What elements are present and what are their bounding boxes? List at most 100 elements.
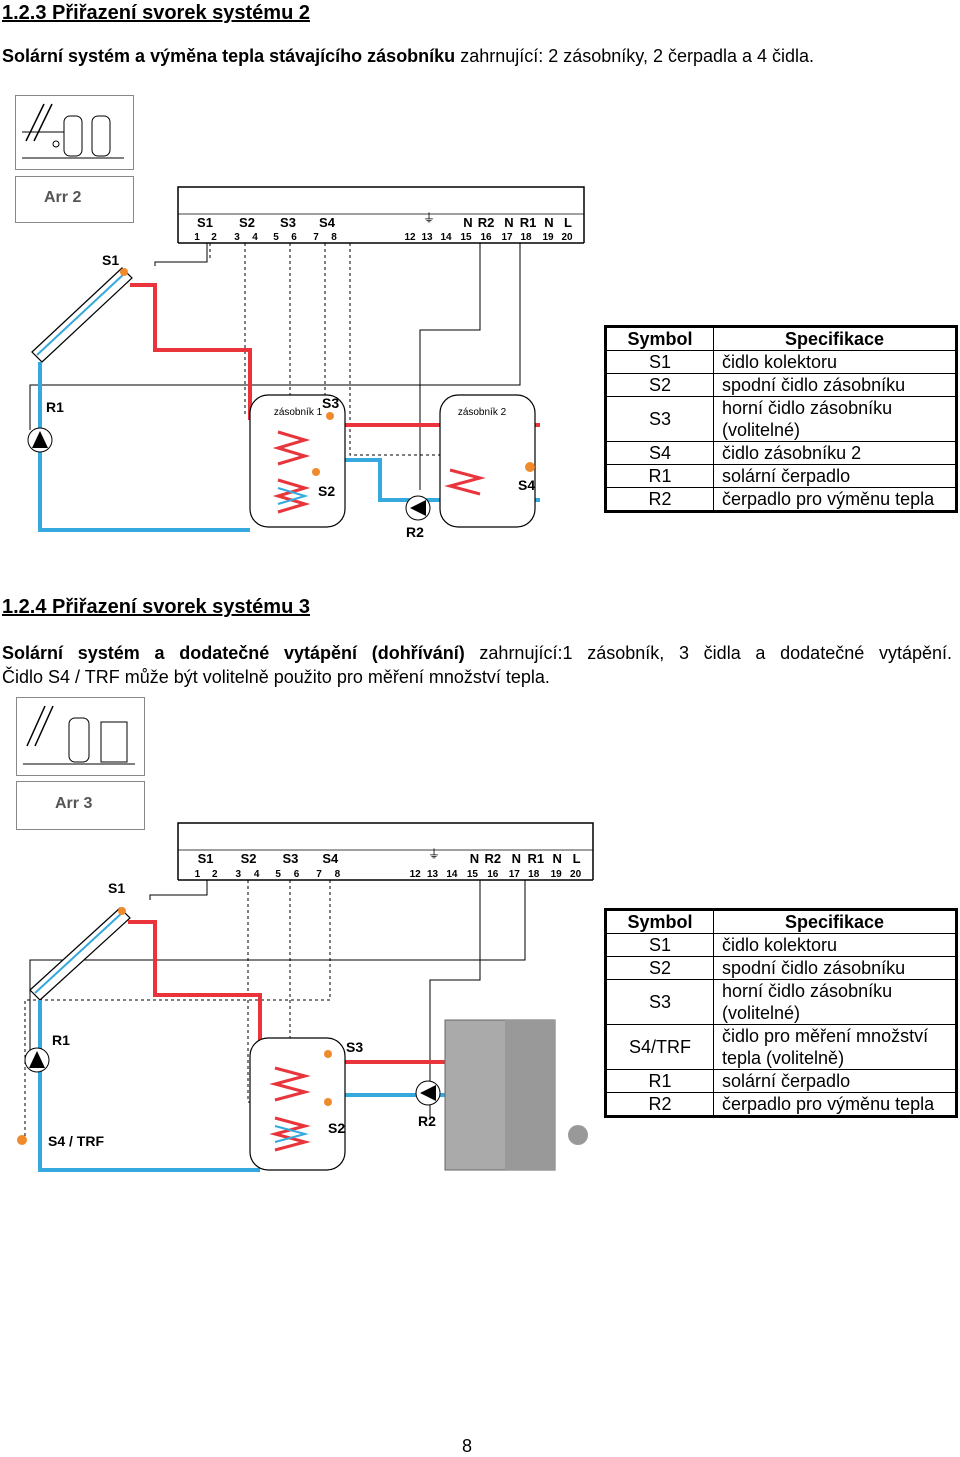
label-s4-trf: S4 / TRF — [48, 1133, 104, 1149]
terminal-number: 5 — [273, 232, 279, 243]
terminal-number: 15 — [467, 869, 479, 880]
terminal-number: 4 — [254, 869, 260, 880]
terminal-number: 3 — [234, 232, 240, 243]
specification-cell: solární čerpadlo — [713, 1069, 957, 1093]
symbol-cell: S1 — [605, 933, 714, 957]
terminal-number: 19 — [542, 232, 554, 243]
label-s1: S1 — [108, 880, 125, 896]
section-description-2: Solární systém a dodatečné vytápění (doh… — [2, 641, 952, 689]
specification-cell: čerpadlo pro výměnu tepla — [713, 487, 957, 512]
label-s2: S2 — [328, 1120, 345, 1136]
terminal-number: 7 — [316, 869, 322, 880]
label-r2: R2 — [406, 524, 424, 540]
terminal-right-label: R1 — [520, 215, 537, 230]
terminal-group-label: S3 — [280, 215, 296, 230]
symbol-cell: S3 — [605, 979, 714, 1025]
terminal-number: 16 — [480, 232, 492, 243]
table-header-spec: Specifikace — [713, 909, 957, 934]
specification-cell: horní čidlo zásobníku (volitelné) — [713, 396, 957, 442]
terminal-number: 15 — [460, 232, 472, 243]
label-s4: S4 — [518, 477, 535, 493]
terminal-number: 8 — [331, 232, 337, 243]
label-s3: S3 — [322, 395, 339, 411]
terminal-right-label: R2 — [478, 215, 495, 230]
arr-label: Arr 3 — [55, 795, 93, 812]
symbol-cell: R2 — [605, 487, 714, 512]
symbol-cell: R1 — [605, 1069, 714, 1093]
terminal-right-label: N — [544, 215, 553, 230]
tank-2 — [439, 394, 536, 528]
symbol-cell: S2 — [605, 956, 714, 980]
ground-icon: ⏚ — [423, 211, 435, 225]
specification-cell: solární čerpadlo — [713, 464, 957, 488]
terminal-number: 17 — [509, 869, 521, 880]
label-s1: S1 — [102, 252, 119, 268]
terminal-right-label: N — [553, 851, 562, 866]
section-heading-1: 1.2.3 Přiřazení svorek systému 2 — [2, 2, 310, 24]
terminal-number: 6 — [294, 869, 300, 880]
symbol-cell: R2 — [605, 1092, 714, 1117]
terminal-number: 16 — [487, 869, 499, 880]
terminal-number: 3 — [236, 869, 242, 880]
specification-cell: spodní čidlo zásobníku — [713, 956, 957, 980]
terminal-number: 14 — [446, 869, 458, 880]
label-r1: R1 — [52, 1032, 70, 1048]
specification-cell: čidlo kolektoru — [713, 933, 957, 957]
terminal-number: 4 — [252, 232, 258, 243]
symbol-cell: S3 — [605, 396, 714, 442]
boiler-icon — [444, 1019, 588, 1171]
label-r2: R2 — [418, 1113, 436, 1129]
terminal-number: 1 — [194, 232, 200, 243]
terminal-right-label: N — [463, 215, 472, 230]
section-heading-2: 1.2.4 Přiřazení svorek systému 3 — [2, 596, 310, 618]
tank — [249, 1037, 346, 1171]
terminal-group-label: S1 — [197, 215, 213, 230]
pump-r2-icon — [405, 495, 431, 521]
terminal-number: 13 — [421, 232, 433, 243]
terminal-number: 14 — [440, 232, 452, 243]
symbol-cell: S2 — [605, 373, 714, 397]
pump-r1-icon — [27, 427, 53, 453]
page-number: 8 — [462, 1436, 473, 1456]
label-r1: R1 — [46, 399, 64, 415]
pump-r1-icon — [24, 1047, 50, 1073]
system-thumbnail-icon — [16, 697, 145, 776]
terminal-group-label: S2 — [239, 215, 255, 230]
terminal-number: 1 — [195, 869, 201, 880]
description-rest: zahrnující: 2 zásobníky, 2 čerpadla a 4 … — [455, 46, 815, 66]
terminal-group-label: S1 — [198, 851, 214, 866]
terminal-number: 2 — [211, 232, 217, 243]
description-bold: Solární systém a dodatečné vytápění (doh… — [2, 643, 465, 663]
terminal-number: 6 — [291, 232, 297, 243]
label-s3: S3 — [346, 1039, 363, 1055]
table-header-symbol: Symbol — [605, 326, 714, 351]
terminal-right-label: N — [470, 851, 479, 866]
terminal-number: 8 — [335, 869, 341, 880]
terminal-right-label: L — [564, 215, 572, 230]
specification-cell: čidlo pro měření množství tepla (volitel… — [713, 1024, 957, 1070]
solar-collector-icon — [31, 267, 133, 363]
terminal-number: 20 — [570, 869, 582, 880]
terminal-number: 5 — [275, 869, 281, 880]
symbol-cell: S1 — [605, 350, 714, 374]
symbol-cell: S4/TRF — [605, 1024, 714, 1070]
tank-1 — [249, 394, 346, 528]
terminal-group-label: S3 — [282, 851, 298, 866]
arr-label-box: Arr 2 — [15, 176, 134, 223]
